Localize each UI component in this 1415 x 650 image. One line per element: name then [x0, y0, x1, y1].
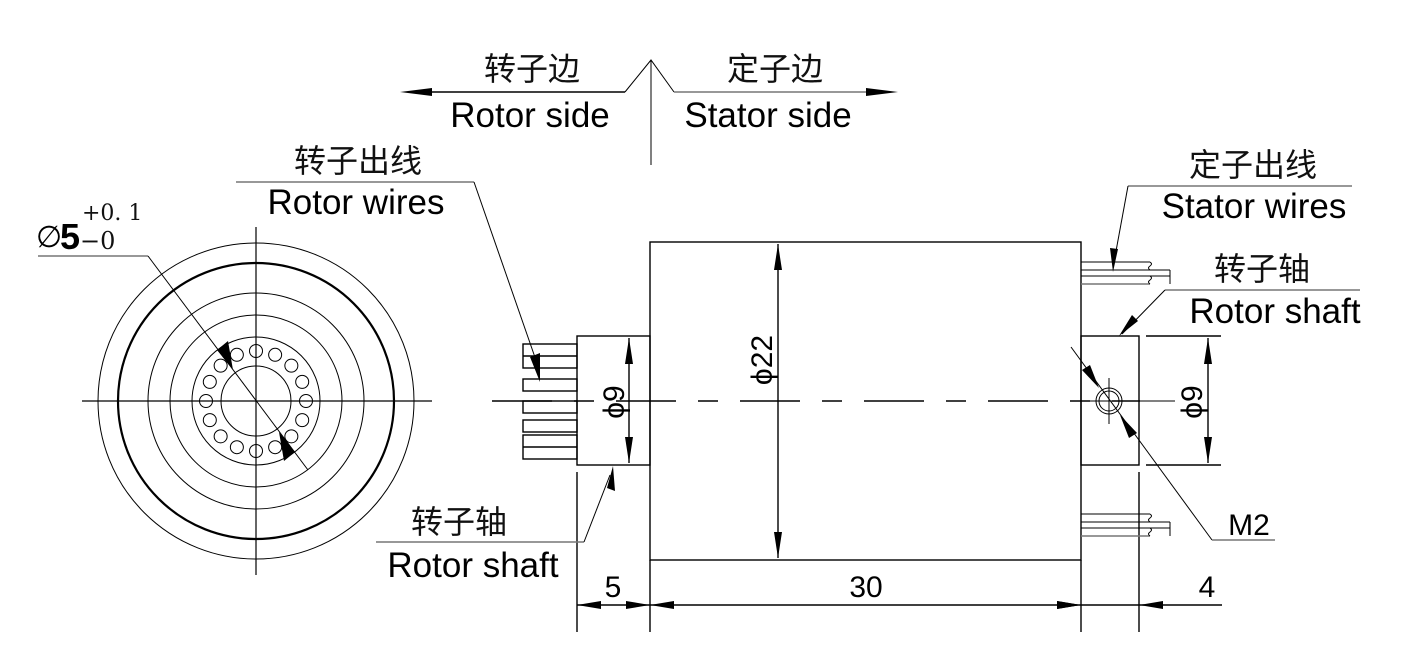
- wire-hole: [284, 358, 299, 373]
- outer-circle: [97, 242, 415, 560]
- bore-tol-lower: −0: [80, 227, 115, 255]
- bore-symbol: ∅: [36, 221, 62, 254]
- wire-hole: [268, 347, 283, 362]
- wire-break-mark: [1148, 261, 1152, 271]
- dim-left-shaft-arrow-top: [625, 338, 633, 364]
- rotor-wires-callout: 转子出线 Rotor wires: [236, 142, 540, 382]
- bore-tol-upper: +0. 1: [82, 201, 142, 226]
- dim-body-dia: ϕ22: [746, 335, 779, 385]
- wire-hole: [202, 374, 217, 389]
- m2-arrow-top: [1082, 365, 1099, 388]
- rotor-wires-en-label: Rotor wires: [268, 183, 445, 222]
- rotor-side-arrowhead: [400, 88, 432, 96]
- wire-hole: [249, 344, 263, 358]
- stator-side-cn-label: 定子边: [727, 50, 823, 88]
- wire-hole: [213, 429, 228, 444]
- dim-body-arrow-top: [774, 244, 782, 270]
- rotor-wire-bundle: [522, 400, 578, 414]
- rotor-shaft-left-cn-label: 转子轴: [411, 503, 507, 541]
- ring-circle-3: [147, 292, 365, 510]
- ring-circle-1: [191, 336, 321, 466]
- dim-shaft-right-length: 4: [1199, 571, 1216, 604]
- rotor-shaft-left-leader: [583, 474, 611, 543]
- dim-30-arrow-left: [650, 601, 674, 609]
- body-circle: [116, 261, 396, 541]
- wire-break-mark: [1148, 275, 1152, 285]
- stator-wires-callout: 定子出线 Stator wires: [1110, 146, 1352, 272]
- side-view: [492, 241, 1175, 632]
- dim-shaft-left-length: 5: [605, 571, 622, 604]
- direction-indicator: 转子边 Rotor side 定子边 Stator side: [400, 50, 898, 165]
- bore-arrow-1: [217, 341, 233, 370]
- wire-hole: [199, 394, 213, 408]
- dim-5-arrow-left: [577, 601, 601, 609]
- front-view: ∅ 5 +0. 1 −0: [36, 201, 432, 575]
- dim-4-arrow-left: [1057, 601, 1081, 609]
- bore-arrow-2: [279, 432, 295, 461]
- rotor-wire-bundle: [522, 378, 578, 392]
- wire-hole: [229, 347, 244, 362]
- wire-hole: [295, 374, 310, 389]
- ring-circle-2: [169, 314, 343, 488]
- dim-5-arrow-right: [626, 601, 650, 609]
- stator-wires-arrow: [1110, 248, 1118, 272]
- m2-callout: M2: [1070, 346, 1275, 542]
- divider-peak: [624, 59, 675, 93]
- bore-circle: [220, 365, 292, 437]
- stator-wires-cn-label: 定子出线: [1189, 146, 1317, 184]
- stator-side-en-label: Stator side: [684, 96, 851, 135]
- wire-hole: [213, 358, 228, 373]
- rotor-wires-leader: [473, 181, 539, 367]
- m2-arrow-bottom: [1120, 415, 1137, 438]
- stator-wires-en-label: Stator wires: [1162, 187, 1347, 226]
- bore-value: 5: [60, 216, 80, 257]
- dim-body-arrow-bottom: [774, 532, 782, 558]
- m2-label: M2: [1228, 509, 1270, 542]
- rotor-shaft-left-en-label: Rotor shaft: [387, 546, 558, 585]
- rotor-wire-bundle: [522, 419, 578, 433]
- wire-hole: [299, 394, 313, 408]
- rotor-side-cn-label: 转子边: [484, 50, 580, 88]
- rotor-side-en-label: Rotor side: [450, 96, 610, 135]
- dimensions: ϕ9 ϕ22 ϕ9 5 30 4: [576, 244, 1222, 632]
- wire-hole: [268, 440, 283, 455]
- dim-left-shaft-arrow-bottom: [625, 437, 633, 463]
- dim-right-shaft-arrow-bottom: [1204, 437, 1212, 463]
- rotor-shaft-left-callout: 转子轴 Rotor shaft: [376, 466, 615, 585]
- rotor-shaft-right-en-label: Rotor shaft: [1189, 292, 1360, 331]
- stator-wires: [1081, 261, 1171, 537]
- stator-side-arrowhead: [866, 88, 898, 96]
- rotor-shaft-right-callout: 转子轴 Rotor shaft: [1119, 250, 1361, 336]
- dim-4-arrow-right: [1139, 601, 1163, 609]
- wire-hole: [284, 429, 299, 444]
- rotor-shaft-right-arrow: [1119, 315, 1138, 336]
- dim-right-shaft-arrow-top: [1204, 338, 1212, 364]
- rotor-shaft-left-arrow: [607, 466, 615, 491]
- wire-hole: [202, 413, 217, 428]
- rotor-wires: [522, 343, 578, 460]
- dim-body-length: 30: [849, 571, 882, 604]
- wire-hole: [295, 413, 310, 428]
- rotor-wires-cn-label: 转子出线: [294, 142, 422, 180]
- wire-break-mark: [1148, 527, 1152, 537]
- wire-hole: [229, 440, 244, 455]
- wire-hole: [249, 444, 263, 458]
- rotor-shaft-right-cn-label: 转子轴: [1214, 250, 1310, 288]
- dim-left-shaft-dia: ϕ9: [598, 385, 631, 419]
- dim-right-shaft-dia: ϕ9: [1176, 385, 1209, 419]
- wire-break-mark: [1148, 513, 1152, 523]
